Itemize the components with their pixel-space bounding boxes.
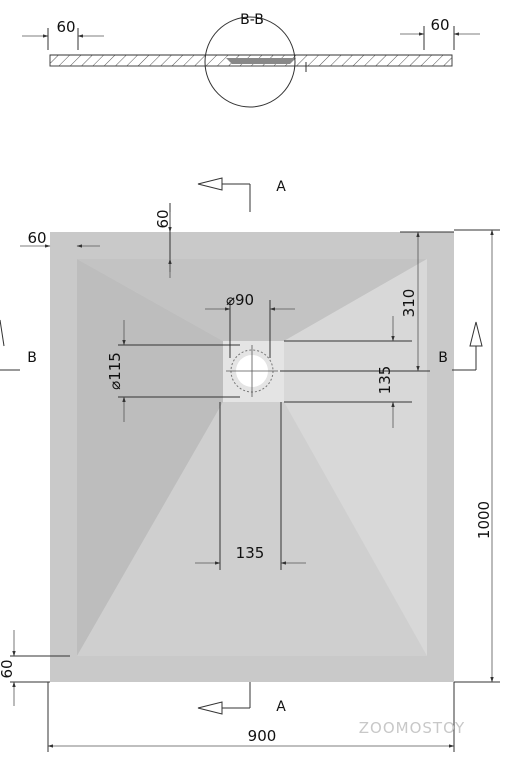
section-b-left-label: B: [27, 350, 37, 366]
dim-drain-diameter: ⌀90: [226, 291, 254, 309]
slope-top: [77, 259, 427, 341]
section-b-right-label: B: [438, 350, 448, 366]
dim-drain-box: ⌀115: [106, 352, 124, 390]
dim-drain-box-height: 135: [376, 366, 394, 395]
dim-drain-box-width: 135: [236, 544, 265, 562]
dim-border-top: 60: [154, 209, 172, 228]
section-label: B-B: [240, 12, 264, 28]
slope-left: [77, 259, 223, 656]
dim-drain-offset: 310: [400, 289, 418, 318]
section-right-dim: 60: [430, 16, 449, 34]
section-view-bb: B-B 60 60: [22, 12, 480, 108]
section-a-markers: A A: [197, 177, 286, 715]
dimensions: 60 60 60 ⌀90 ⌀115 310 135: [0, 203, 500, 752]
section-a-bottom-label: A: [276, 699, 286, 715]
section-a-top-label: A: [276, 179, 286, 195]
section-b-markers: B B: [0, 319, 483, 371]
watermark: ZOOMOSTOY: [359, 719, 465, 737]
dim-border-bottom-left: 60: [0, 659, 16, 678]
dim-overall-width: 900: [248, 727, 277, 745]
section-drain: [226, 58, 296, 64]
dim-overall-height: 1000: [475, 501, 493, 539]
section-left-dim: 60: [56, 18, 75, 36]
slope-right: [284, 259, 427, 656]
slope-bottom: [77, 402, 427, 656]
dim-border-left: 60: [27, 229, 46, 247]
detail-circle: [204, 16, 296, 108]
plan-view: [50, 232, 454, 682]
